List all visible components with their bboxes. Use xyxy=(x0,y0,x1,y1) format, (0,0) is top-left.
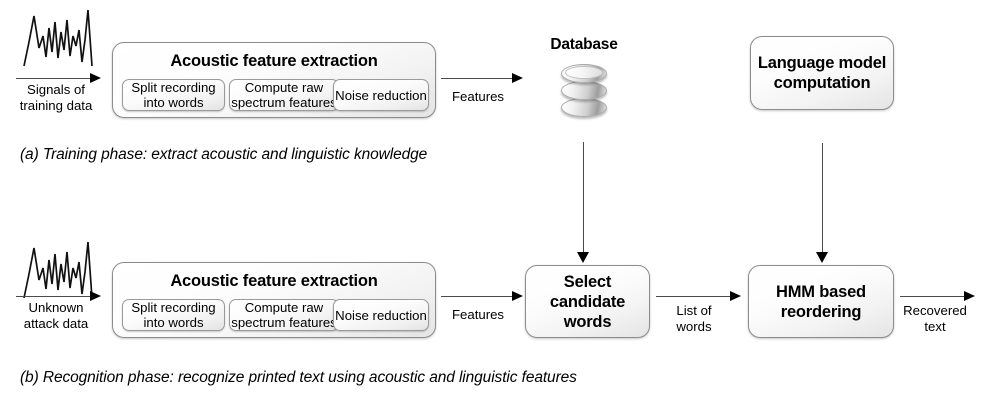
features-arrow-line-b xyxy=(441,296,514,297)
database-cylinder-icon xyxy=(561,62,607,124)
database-to-select-arrow-line xyxy=(583,142,584,255)
language-model-to-hmm-arrow-line xyxy=(822,143,823,255)
acoustic-feature-extraction-box-b[interactable]: Acoustic feature extraction Split record… xyxy=(112,262,436,338)
input-arrow-head-b xyxy=(90,290,101,301)
input-arrow-line-a xyxy=(16,78,92,79)
select-candidate-words-box[interactable]: Select candidate words xyxy=(525,265,650,338)
step-split-recording-a[interactable]: Split recording into words xyxy=(122,79,225,111)
input-label-a: Signals of training data xyxy=(19,82,93,113)
caption-panel-a: (a) Training phase: extract acoustic and… xyxy=(20,146,428,163)
database-title: Database xyxy=(550,36,618,53)
features-label-a: Features xyxy=(451,89,505,104)
features-arrow-line-a xyxy=(441,78,514,79)
step-noise-reduction-a[interactable]: Noise reduction xyxy=(333,79,429,111)
input-label-b: Unknown attack data xyxy=(23,300,89,331)
hmm-based-reordering-box[interactable]: HMM based reordering xyxy=(748,265,894,338)
step-compute-raw-spectrum-b[interactable]: Compute raw spectrum features xyxy=(229,299,339,331)
step-compute-raw-spectrum-a[interactable]: Compute raw spectrum features xyxy=(229,79,339,111)
recovered-text-arrow-line xyxy=(900,296,966,297)
select-candidate-words-label: Select candidate words xyxy=(549,272,626,331)
features-arrow-head-a xyxy=(512,72,523,83)
hmm-based-reordering-label: HMM based reordering xyxy=(776,282,866,321)
language-model-computation-label: Language model computation xyxy=(757,54,887,92)
input-arrow-head-a xyxy=(90,72,101,83)
list-of-words-arrow-line xyxy=(656,296,732,297)
acoustic-feature-extraction-title-a: Acoustic feature extraction xyxy=(170,52,378,70)
audio-waveform-icon xyxy=(22,6,100,68)
step-split-recording-b[interactable]: Split recording into words xyxy=(122,299,225,331)
database-to-select-arrow-head xyxy=(577,252,589,263)
language-model-computation-box[interactable]: Language model computation xyxy=(750,36,894,110)
acoustic-feature-extraction-title-b: Acoustic feature extraction xyxy=(170,272,378,290)
recovered-text-arrow-head xyxy=(964,290,975,301)
language-model-to-hmm-arrow-head xyxy=(816,252,828,263)
list-of-words-label: List of words xyxy=(676,303,712,334)
list-of-words-arrow-head xyxy=(730,290,741,301)
acoustic-feature-extraction-box-a[interactable]: Acoustic feature extraction Split record… xyxy=(112,42,436,118)
features-arrow-head-b xyxy=(512,290,523,301)
step-noise-reduction-b[interactable]: Noise reduction xyxy=(333,299,429,331)
caption-panel-b: (b) Recognition phase: recognize printed… xyxy=(20,369,577,386)
features-label-b: Features xyxy=(451,307,505,322)
recovered-text-label: Recovered text xyxy=(903,303,967,334)
input-arrow-line-b xyxy=(16,296,92,297)
audio-waveform-icon-b xyxy=(22,238,100,300)
